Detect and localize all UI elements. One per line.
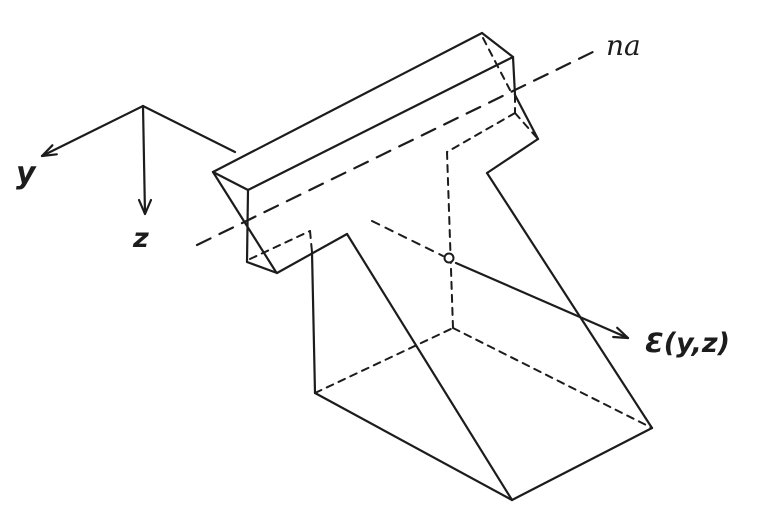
strain-sample-point (443, 252, 455, 264)
flange-bottom-right-edge-hidden (446, 112, 516, 153)
right-end-compression-hypotenuse-hidden (482, 37, 511, 91)
strain-sample-callout: Ɛ(y,z) (371, 220, 730, 359)
strain-solid-hidden-edges (249, 37, 653, 429)
z-axis-arrowhead-icon (137, 198, 153, 216)
flange-bottom-right-extent-hidden (514, 112, 539, 140)
z-axis-line (141, 104, 147, 216)
displaced-web-left-edge (345, 232, 514, 502)
web-bottom-left-extent-edge (313, 391, 514, 502)
z-axis-label: z (132, 223, 149, 254)
web-bottom-edge-hidden (314, 327, 454, 394)
y-axis-label: y (16, 156, 37, 191)
neutral-axis-label: na (606, 29, 641, 62)
right-end-strain-hypotenuse (513, 93, 540, 141)
flange-right-end-edge (511, 55, 517, 97)
web-left-edge-upper-hidden (309, 230, 313, 253)
web-bottom-right-extent-hidden (452, 327, 653, 429)
strain-callout-arrow-line (454, 261, 630, 340)
web-right-edge-hidden (446, 151, 454, 329)
strain-function-label: Ɛ(y,z) (645, 328, 730, 359)
displaced-web-bottom-edge (510, 426, 654, 502)
flange-bottom-left-edge-hidden (249, 230, 311, 260)
coordinate-axes: y z (16, 104, 237, 254)
y-axis-line (40, 104, 145, 158)
web-left-edge (310, 250, 317, 395)
flange-bottom-left-extent-edge (245, 260, 279, 275)
x-axis-line (141, 104, 237, 154)
strain-vector-dashed-line (371, 220, 444, 257)
displaced-flange-top-edge (211, 31, 484, 174)
flange-top-edge (246, 55, 515, 192)
strain-callout-arrowhead-icon (612, 326, 630, 340)
displaced-flange-bottom-right-edge (485, 137, 540, 175)
y-axis-arrowhead-icon (40, 144, 58, 158)
flange-top-right-extent-edge (480, 31, 515, 59)
neutral-axis: na (195, 29, 641, 247)
displaced-web-right-edge (485, 171, 654, 430)
left-end-strain-hypotenuse (211, 170, 278, 274)
flange-top-left-extent-edge (211, 170, 250, 192)
strain-solid-visible-edges (211, 31, 654, 502)
neutral-axis-line (195, 48, 599, 247)
